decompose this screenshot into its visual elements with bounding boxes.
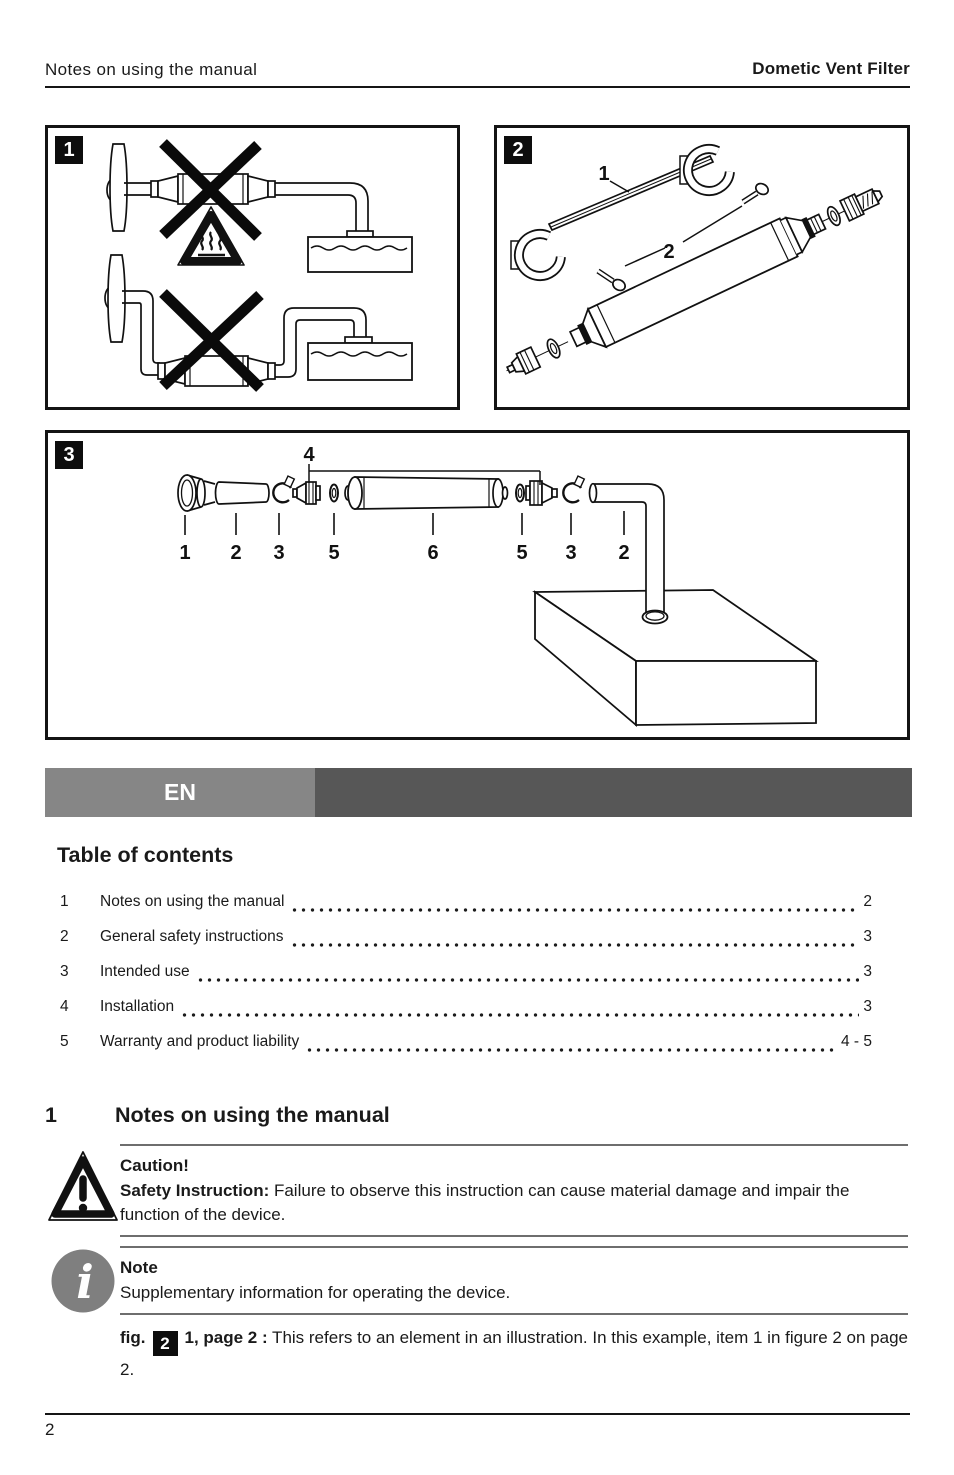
header-product-title: Dometic Vent Filter bbox=[752, 59, 910, 78]
figure-3-diagram: 4 1 2 3 5 6 5 3 2 bbox=[177, 444, 819, 727]
figure-1-badge: 1 bbox=[55, 136, 83, 164]
svg-text:i: i bbox=[76, 1255, 93, 1309]
cross-out-icon bbox=[159, 289, 264, 392]
svg-text:2: 2 bbox=[230, 542, 241, 564]
figref-body: This refers to an element in an illustra… bbox=[120, 1328, 909, 1379]
footer-page-number: 2 bbox=[45, 1420, 55, 1439]
note-text: Supplementary information for operating … bbox=[120, 1283, 511, 1302]
toc-entry-page: 4 - 5 bbox=[840, 1033, 872, 1050]
figure-3-callout-4: 4 bbox=[303, 444, 315, 466]
toc-entry-page: 3 bbox=[863, 963, 872, 980]
toc-entry-title: Notes on using the manual bbox=[100, 893, 285, 910]
toc-entry: 2 General safety instructions 3 bbox=[60, 928, 872, 950]
figref-bold: 1, page 2 : bbox=[184, 1328, 268, 1347]
toc-entry-number: 4 bbox=[60, 998, 69, 1015]
toc-dot-leader bbox=[180, 1013, 860, 1017]
figref-prefix: fig. bbox=[120, 1328, 146, 1347]
figure-1-diagram bbox=[104, 139, 413, 392]
toc-dot-leader bbox=[290, 908, 860, 912]
cross-out-icon bbox=[159, 139, 262, 241]
figure-2-callout-1: 1 bbox=[598, 163, 609, 185]
caution-lead: Safety Instruction: bbox=[120, 1181, 270, 1200]
toc-entry-number: 3 bbox=[60, 963, 69, 980]
svg-text:5: 5 bbox=[328, 542, 339, 564]
toc-entry-page: 2 bbox=[863, 893, 872, 910]
note-heading: Note bbox=[120, 1258, 158, 1277]
figure-2-diagram: 1 2 bbox=[505, 144, 884, 375]
header-rule bbox=[45, 86, 910, 88]
toc-entry-page: 3 bbox=[863, 928, 872, 945]
note-rule-top bbox=[120, 1144, 908, 1146]
screw-icon bbox=[741, 182, 770, 205]
header-section-title: Notes on using the manual bbox=[45, 60, 258, 79]
figref-figure-badge: 2 bbox=[152, 1331, 178, 1356]
svg-text:2: 2 bbox=[618, 542, 629, 564]
figure-3-badge: 3 bbox=[55, 441, 83, 469]
toc-dot-leader bbox=[195, 978, 860, 982]
toc-entry-number: 2 bbox=[60, 928, 69, 945]
toc-entry-page: 3 bbox=[863, 998, 872, 1015]
toc-entry-title: Installation bbox=[100, 998, 175, 1015]
note-rule-bottom bbox=[120, 1313, 908, 1315]
footer-rule bbox=[45, 1413, 910, 1415]
svg-text:3: 3 bbox=[273, 542, 284, 564]
toc-entry: 5 Warranty and product liability 4 - 5 bbox=[60, 1033, 872, 1055]
language-banner-en: EN bbox=[45, 768, 315, 817]
figure-2-box: 2 1 bbox=[494, 125, 910, 410]
figure-2-callout-2: 2 bbox=[663, 241, 674, 263]
toc-entry: 3 Intended use 3 bbox=[60, 963, 872, 985]
info-icon: i bbox=[51, 1249, 115, 1313]
figure-3-box: 3 bbox=[45, 430, 910, 740]
section-title: Notes on using the manual bbox=[115, 1103, 390, 1127]
caution-text: Safety Instruction: Failure to observe t… bbox=[120, 1181, 850, 1224]
figure-reference-paragraph: fig. 2 1, page 2 : This refers to an eleme… bbox=[120, 1324, 912, 1383]
figure-2-badge: 2 bbox=[504, 136, 532, 164]
note-rule-top bbox=[120, 1246, 908, 1248]
section-number: 1 bbox=[45, 1103, 57, 1127]
heat-warning-icon bbox=[177, 206, 245, 266]
language-banner-spacer bbox=[315, 768, 912, 817]
note-rule-bottom bbox=[120, 1235, 908, 1237]
figure-3-callout-row: 1 2 3 5 6 5 3 2 bbox=[179, 542, 629, 564]
toc-entry: 1 Notes on using the manual 2 bbox=[60, 893, 872, 915]
toc-title: Table of contents bbox=[57, 843, 234, 867]
language-banner-label: EN bbox=[164, 779, 196, 805]
svg-text:5: 5 bbox=[516, 542, 527, 564]
info-note: Note Supplementary information for opera… bbox=[120, 1246, 908, 1315]
toc-entry-number: 5 bbox=[60, 1033, 69, 1050]
toc-entry-title: Intended use bbox=[100, 963, 190, 980]
svg-text:3: 3 bbox=[565, 542, 576, 564]
svg-text:1: 1 bbox=[179, 542, 190, 564]
screw-icon bbox=[596, 268, 627, 292]
caution-heading: Caution! bbox=[120, 1156, 189, 1175]
toc-dot-leader bbox=[305, 1048, 837, 1052]
toc-entry-number: 1 bbox=[60, 893, 69, 910]
svg-text:6: 6 bbox=[427, 542, 438, 564]
toc-entry-title: General safety instructions bbox=[100, 928, 284, 945]
caution-note: Caution! Safety Instruction: Failure to … bbox=[120, 1144, 908, 1237]
figure-1-box: 1 bbox=[45, 125, 460, 410]
toc-entry-title: Warranty and product liability bbox=[100, 1033, 300, 1050]
toc-dot-leader bbox=[289, 943, 860, 947]
toc-entry: 4 Installation 3 bbox=[60, 998, 872, 1020]
warning-triangle-icon bbox=[48, 1151, 118, 1221]
